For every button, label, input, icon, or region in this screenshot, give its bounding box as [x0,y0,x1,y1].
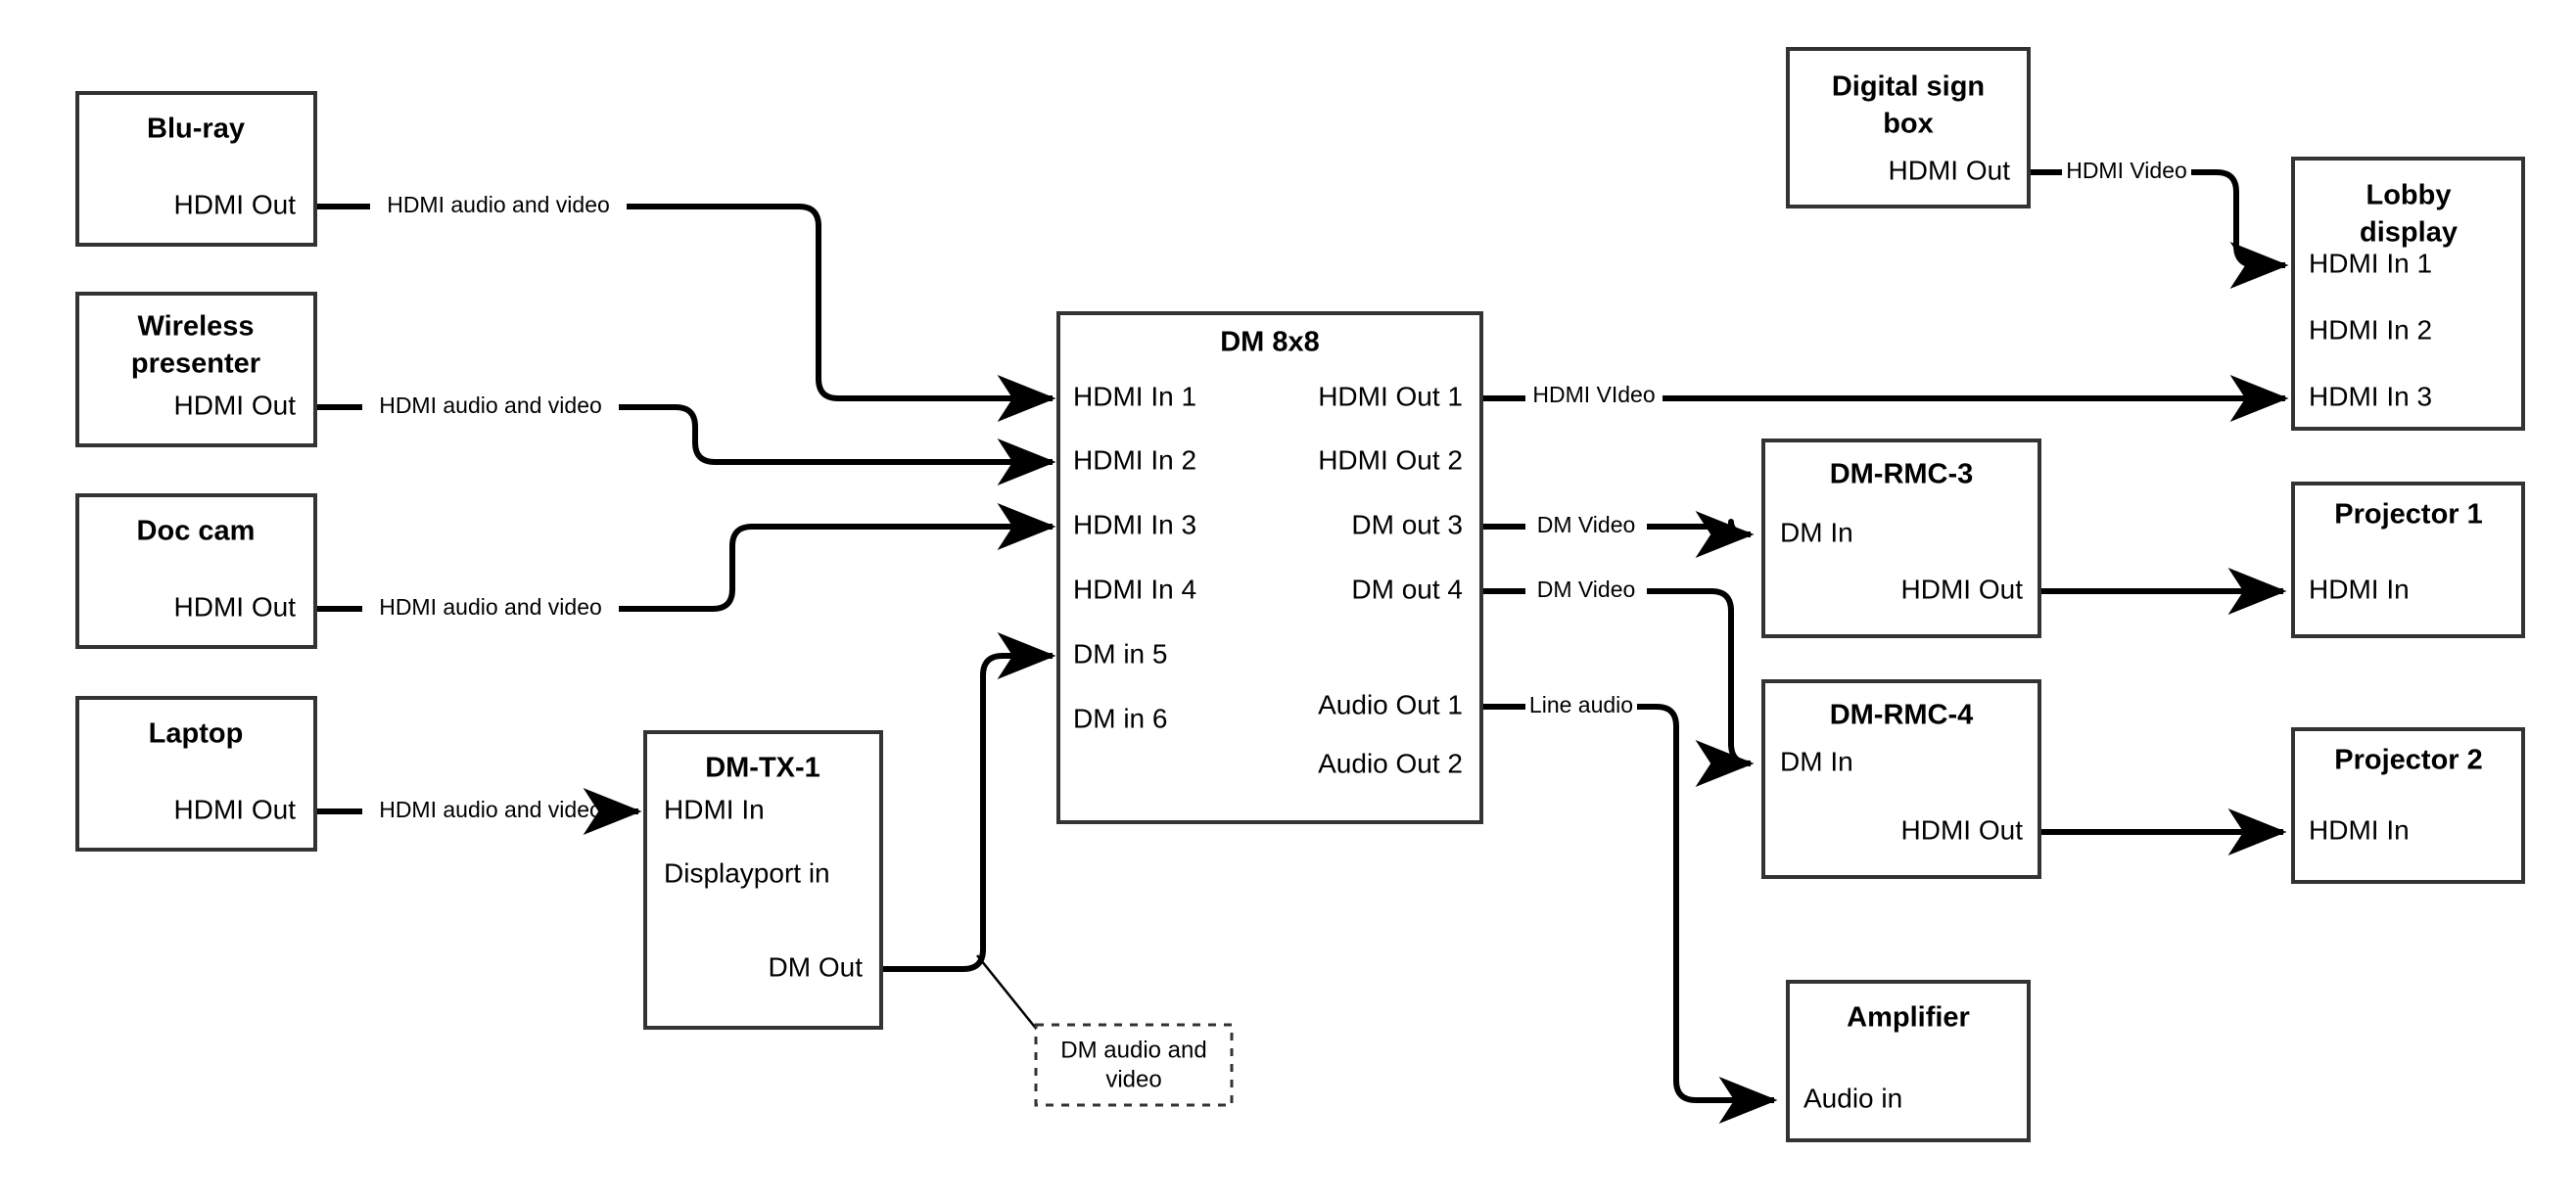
node-lobby-display-box[interactable] [2291,157,2525,431]
node-digital-sign-box-title-line2: box [1883,109,1934,140]
node-dm-tx-1-port-dm-out: DM Out [769,951,864,982]
node-laptop-box[interactable] [75,696,317,852]
wire-sign-to-lobby-in1 [2029,169,2285,265]
edge-label-doccam: HDMI audio and video [379,594,602,620]
edge-label-dm-video-3: DM Video [1537,512,1636,537]
node-dm-8x8[interactable]: DM 8x8 HDMI In 1 HDMI In 2 HDMI In 3 HDM… [1056,311,1483,824]
edge-label-hdmi-video-sign: HDMI Video [2066,158,2187,183]
edge-label-bluray: HDMI audio and video [387,192,610,217]
node-projector-1-title: Projector 1 [2334,499,2483,531]
edge-label-hdmi-video-lobby: HDMI VIdeo [1532,382,1655,407]
node-dm-8x8-output-3: DM out 3 [1351,509,1463,539]
node-dm-8x8-output-6: Audio Out 2 [1318,748,1463,778]
wire-dm-audioout1-to-amplifier [1481,704,1774,1100]
node-lobby-display-input-1: HDMI In 1 [2309,248,2432,278]
node-dm-rmc-3[interactable]: DM-RMC-3 DM In HDMI Out [1761,439,2041,638]
node-dm-8x8-input-3: HDMI In 3 [1073,509,1196,539]
node-dm-rmc-4[interactable]: DM-RMC-4 DM In HDMI Out [1761,679,2041,879]
note-dm-audio-and-video: DM audio and video [1034,1023,1234,1107]
node-projector-2-box[interactable] [2291,727,2525,884]
node-dm-8x8-title: DM 8x8 [1220,327,1320,358]
node-wireless-presenter-port-hdmi-out: HDMI Out [174,390,297,420]
node-laptop[interactable]: Laptop HDMI Out [75,696,317,852]
node-wireless-presenter[interactable]: Wireless presenter HDMI Out [75,292,317,447]
node-amplifier-box[interactable] [1786,980,2031,1142]
node-doc-cam-title: Doc cam [137,516,256,547]
node-doc-cam-box[interactable] [75,493,317,649]
node-lobby-display-title-line1: Lobby [2366,180,2452,211]
node-dm-rmc-3-port-hdmi-out: HDMI Out [1901,574,2024,604]
node-doc-cam[interactable]: Doc cam HDMI Out [75,493,317,649]
wire-dm-dmout3-to-rmc3 [1481,522,1751,539]
node-dm-tx-1[interactable]: DM-TX-1 HDMI In Displayport in DM Out [643,730,883,1030]
node-digital-sign-box-box[interactable] [1786,47,2031,208]
wire-dmtx1-to-dm-in5 [881,632,1056,972]
node-dm-8x8-output-5: Audio Out 1 [1318,689,1463,719]
node-projector-2-port-hdmi-in: HDMI In [2309,814,2410,845]
node-dm-rmc-3-box[interactable] [1761,439,2041,638]
node-dm-8x8-input-5: DM in 5 [1073,638,1167,669]
edge-label-laptop: HDMI audio and video [379,797,602,822]
node-lobby-display-title-line2: display [2360,217,2458,249]
node-dm-tx-1-port-hdmi-in: HDMI In [664,794,765,824]
node-projector-1-port-hdmi-in: HDMI In [2309,574,2410,604]
node-lobby-display-input-3: HDMI In 3 [2309,381,2432,411]
edge-label-line-audio: Line audio [1529,692,1633,717]
node-dm-8x8-box[interactable] [1056,311,1483,824]
node-lobby-display[interactable]: Lobby display HDMI In 1 HDMI In 2 HDMI I… [2291,157,2525,431]
node-bluray[interactable]: Blu-ray HDMI Out [75,91,317,247]
note-dm-audio-and-video-box [1034,1023,1234,1107]
node-digital-sign-box-title-line1: Digital sign [1832,71,1985,103]
node-digital-sign-box[interactable]: Digital sign box HDMI Out [1786,47,2031,208]
note-dm-audio-and-video-line2: video [1105,1066,1161,1092]
node-doc-cam-port-hdmi-out: HDMI Out [174,591,297,622]
edge-label-dm-video-4: DM Video [1537,577,1636,602]
node-lobby-display-input-2: HDMI In 2 [2309,314,2432,345]
wire-wireless-to-dm-in2 [315,407,1053,462]
node-dm-8x8-input-1: HDMI In 1 [1073,381,1196,411]
node-projector-2[interactable]: Projector 2 HDMI In [2291,727,2525,884]
node-dm-tx-1-box[interactable] [643,730,883,1030]
node-bluray-port-hdmi-out: HDMI Out [174,189,297,219]
node-projector-1-box[interactable] [2291,482,2525,638]
node-dm-tx-1-port-displayport-in: Displayport in [664,857,830,888]
wire-bluray-to-dm-in1 [315,204,1053,398]
node-projector-2-title: Projector 2 [2334,745,2483,776]
node-digital-sign-box-port-hdmi-out: HDMI Out [1889,155,2011,185]
node-bluray-title: Blu-ray [147,114,245,145]
node-dm-rmc-4-port-hdmi-out: HDMI Out [1901,814,2024,845]
node-amplifier-port-audio-in: Audio in [1803,1083,1902,1113]
node-laptop-port-hdmi-out: HDMI Out [174,794,297,824]
node-wireless-presenter-title-line2: presenter [131,348,260,380]
node-dm-rmc-4-title: DM-RMC-4 [1830,700,1974,731]
node-wireless-presenter-box[interactable] [75,292,317,447]
node-dm-8x8-output-4: DM out 4 [1351,574,1463,604]
node-projector-1[interactable]: Projector 1 HDMI In [2291,482,2525,638]
node-dm-rmc-3-title: DM-RMC-3 [1830,459,1974,490]
wire-doccam-to-dm-in3 [315,527,1053,612]
node-dm-8x8-output-2: HDMI Out 2 [1318,444,1463,475]
note-dm-audio-and-video-line1: DM audio and [1060,1037,1206,1063]
node-dm-8x8-input-2: HDMI In 2 [1073,444,1196,475]
node-amplifier-title: Amplifier [1847,1002,1970,1034]
node-dm-rmc-4-port-dm-in: DM In [1780,746,1853,776]
node-dm-tx-1-title: DM-TX-1 [705,753,820,784]
node-dm-8x8-input-4: HDMI In 4 [1073,574,1196,604]
node-laptop-title: Laptop [149,718,244,750]
node-bluray-box[interactable] [75,91,317,247]
node-dm-rmc-4-box[interactable] [1761,679,2041,879]
node-wireless-presenter-title-line1: Wireless [137,311,254,343]
edge-label-wireless: HDMI audio and video [379,393,602,418]
node-dm-rmc-3-port-dm-in: DM In [1780,517,1853,547]
wire-dm-dmout4-to-rmc4 [1481,588,1751,763]
node-dm-8x8-input-6: DM in 6 [1073,703,1167,733]
node-dm-8x8-output-1: HDMI Out 1 [1318,381,1463,411]
node-amplifier[interactable]: Amplifier Audio in [1786,980,2031,1142]
